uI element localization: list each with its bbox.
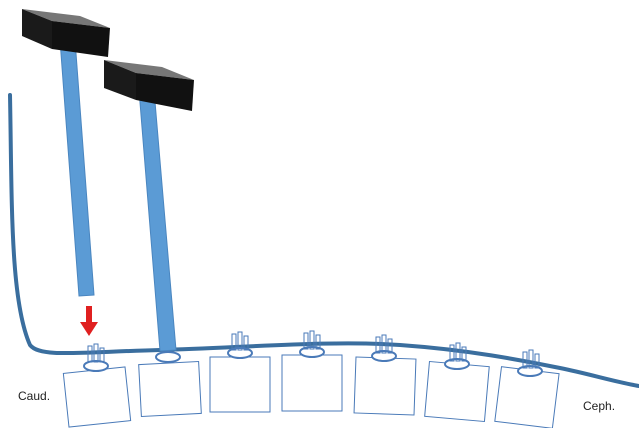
red-down-arrow-icon	[80, 306, 98, 336]
vertebra-2	[138, 351, 202, 418]
vertebra-6	[424, 342, 490, 423]
vertebra-7	[494, 349, 560, 428]
hammer-1	[22, 9, 110, 297]
vertebra-5	[353, 334, 417, 416]
hammer-1-rod	[59, 39, 95, 297]
hammer-2-head-top	[104, 60, 194, 80]
hammer-2-head	[104, 60, 136, 100]
vertebra-4	[281, 330, 343, 412]
caudal-label: Caud.	[18, 389, 51, 403]
hammer-1-head-top	[22, 9, 110, 28]
hammer-1-head	[22, 9, 52, 49]
hammer-1-head-front	[52, 21, 110, 57]
vertebra-1	[62, 343, 132, 428]
surface-curve	[8, 93, 639, 388]
hammer-2-rod	[138, 89, 177, 352]
hammer-2	[104, 60, 194, 352]
cephalic-label: Ceph.	[583, 399, 616, 413]
hammer-2-head-front	[136, 73, 194, 111]
vertebra-3	[209, 331, 271, 413]
